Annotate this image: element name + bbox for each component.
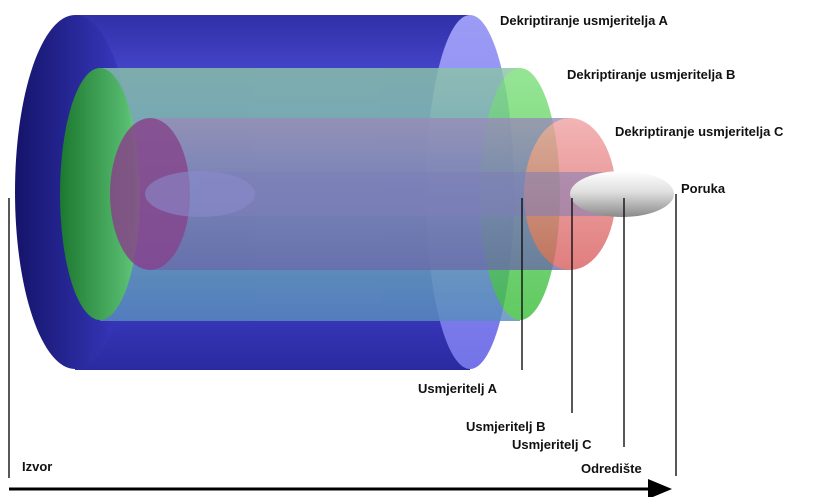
direction-arrow <box>9 479 672 497</box>
router-c-label: Usmjeritelj C <box>512 437 592 452</box>
message-label: Poruka <box>681 181 726 196</box>
message-capsule <box>145 171 674 217</box>
source-label: Izvor <box>22 459 52 474</box>
router-b-label: Usmjeritelj B <box>466 419 545 434</box>
message-end-cap <box>570 171 674 217</box>
destination-label: Odredište <box>581 461 642 476</box>
layer-a-label: Dekriptiranje usmjeritelja A <box>500 13 668 28</box>
arrow-head-icon <box>648 479 672 497</box>
layer-b-left-cap <box>60 68 140 320</box>
router-a-label: Usmjeritelj A <box>418 381 498 396</box>
layer-c-label: Dekriptiranje usmjeritelja C <box>615 124 784 139</box>
layer-b-label: Dekriptiranje usmjeritelja B <box>567 67 735 82</box>
